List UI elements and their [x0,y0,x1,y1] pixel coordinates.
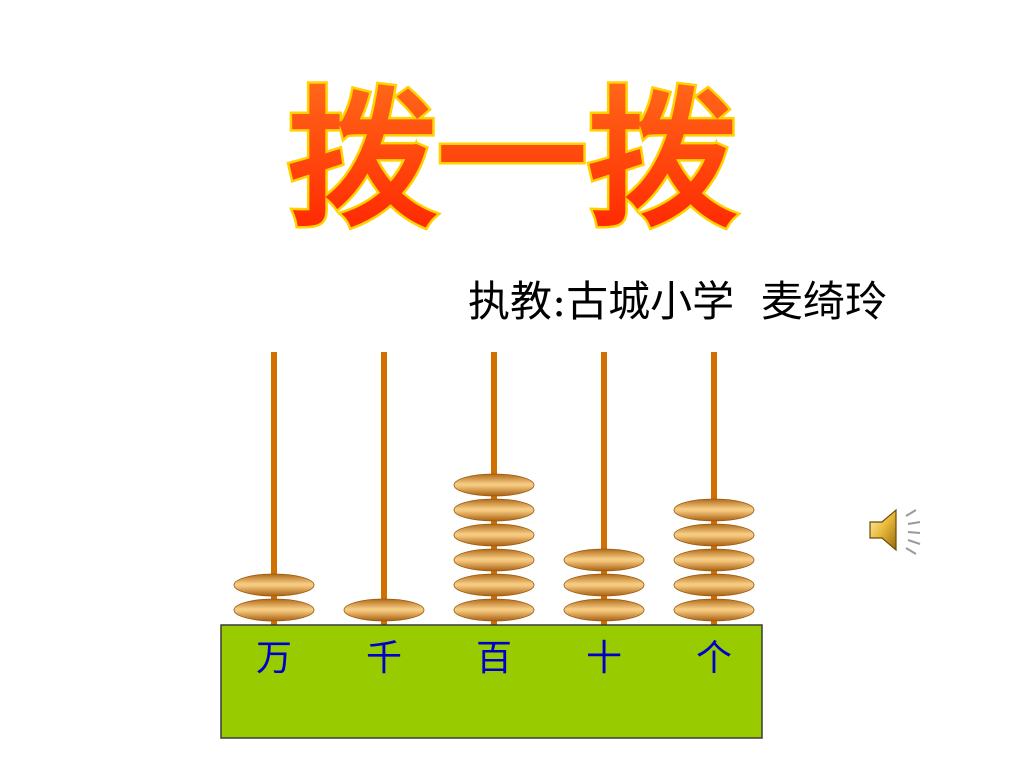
abacus-bead[interactable] [563,548,645,572]
abacus: 万千百十个 [220,352,763,739]
abacus-bead[interactable] [673,598,755,622]
abacus-bead[interactable] [233,598,315,622]
abacus-bead[interactable] [673,523,755,547]
abacus-place-label: 万 [256,638,292,679]
abacus-bead[interactable] [673,548,755,572]
abacus-place-labels: 万千百十个 [256,638,732,679]
abacus-bead[interactable] [673,498,755,522]
abacus-bead[interactable] [453,573,535,597]
abacus-bead[interactable] [563,598,645,622]
slide-title-text: 拨一拨 [287,74,737,248]
abacus-bead[interactable] [453,548,535,572]
abacus-place-label: 百 [476,638,512,679]
abacus-base [220,624,763,739]
speaker-icon[interactable] [862,498,926,562]
abacus-beads [233,473,755,622]
abacus-bead[interactable] [453,473,535,497]
slide-title: 拨一拨 [284,72,739,251]
abacus-bead[interactable] [233,573,315,597]
abacus-place-label: 十 [586,638,622,679]
abacus-bead[interactable] [343,598,425,622]
abacus-bead[interactable] [453,598,535,622]
abacus-bead[interactable] [453,498,535,522]
abacus-place-label: 千 [366,638,402,679]
abacus-bead[interactable] [563,573,645,597]
abacus-bead[interactable] [453,523,535,547]
abacus-bead[interactable] [673,573,755,597]
abacus-place-label: 个 [696,638,732,679]
subtitle-teacher: 执教:古城小学 麦绮玲 [468,277,887,326]
